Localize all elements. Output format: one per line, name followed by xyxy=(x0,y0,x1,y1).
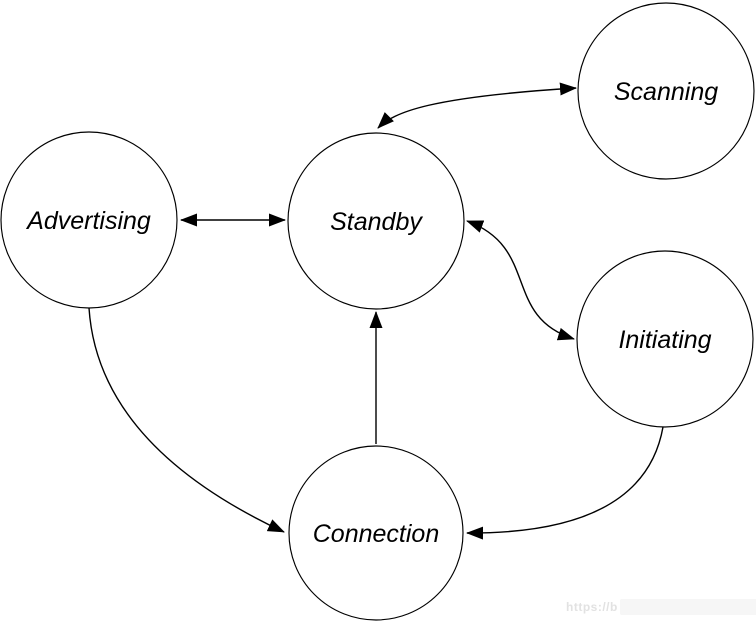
state-standby-label: Standby xyxy=(330,208,423,236)
state-initiating: Initiating xyxy=(576,250,754,428)
state-standby-circle xyxy=(287,132,465,310)
state-scanning: Scanning xyxy=(577,2,755,180)
transition-advertising-connection xyxy=(88,307,285,533)
transition-standby-initiating xyxy=(466,220,575,341)
watermark-faded-block xyxy=(619,599,756,615)
state-advertising-circle xyxy=(0,131,178,309)
state-connection-label: Connection xyxy=(313,520,439,548)
watermark-text: https://b xyxy=(566,600,618,614)
state-initiating-circle xyxy=(576,250,754,428)
transition-initiating-connection xyxy=(466,426,664,540)
watermark: https://b xyxy=(566,599,756,615)
state-connection: Connection xyxy=(288,445,464,621)
state-advertising: Advertising xyxy=(0,131,178,309)
transition-standby-scanning xyxy=(377,82,577,129)
state-scanning-label: Scanning xyxy=(614,78,718,106)
state-connection-circle xyxy=(288,445,464,621)
state-advertising-label: Advertising xyxy=(25,207,151,235)
state-initiating-label: Initiating xyxy=(618,326,711,354)
state-standby: Standby xyxy=(287,132,465,310)
state-scanning-circle xyxy=(577,2,755,180)
